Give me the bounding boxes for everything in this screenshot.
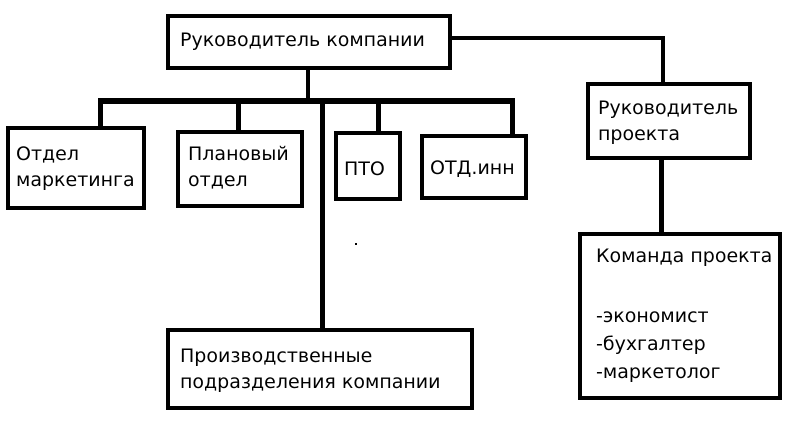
node-project-head: Руководитель проекта [586, 82, 752, 160]
connector-horizontal-bus [98, 98, 514, 104]
node-otd-inn: ОТД.инн [420, 134, 528, 200]
node-company-head: Руководитель компании [166, 14, 452, 70]
connector-bus-to-marketing [98, 98, 103, 128]
node-marketing-label: Отдел маркетинга [16, 143, 135, 191]
connector-project-to-team [659, 157, 664, 235]
connector-bus-to-production [320, 98, 325, 330]
team-member-marketer: -маркетолог [596, 361, 721, 383]
node-project-head-label: Руководитель проекта [598, 97, 739, 145]
team-member-economist: -экономист [596, 305, 709, 327]
node-planning-label: Плановый отдел [188, 143, 289, 191]
node-project-team-title: Команда проекта [596, 245, 773, 267]
connector-head-to-bus [306, 68, 310, 100]
connector-head-to-project-horizontal [450, 36, 665, 40]
node-pto: ПТО [334, 131, 402, 201]
node-marketing: Отдел маркетинга [6, 126, 146, 210]
node-project-team: Команда проекта -экономист -бухгалтер -м… [578, 232, 782, 400]
node-otd-inn-label: ОТД.инн [430, 157, 515, 179]
node-planning: Плановый отдел [176, 130, 304, 208]
connector-head-to-project-vertical [661, 36, 665, 86]
node-pto-label: ПТО [344, 158, 385, 180]
team-member-accountant: -бухгалтер [596, 333, 706, 355]
node-company-head-label: Руководитель компании [180, 29, 425, 51]
connector-bus-to-planning [236, 98, 241, 132]
stray-dot [355, 243, 357, 245]
node-production: Производственные подразделения компании [166, 328, 474, 410]
connector-bus-to-pto [376, 98, 381, 133]
node-production-label: Производственные подразделения компании [180, 345, 441, 393]
connector-bus-to-otd-inn [510, 98, 515, 136]
